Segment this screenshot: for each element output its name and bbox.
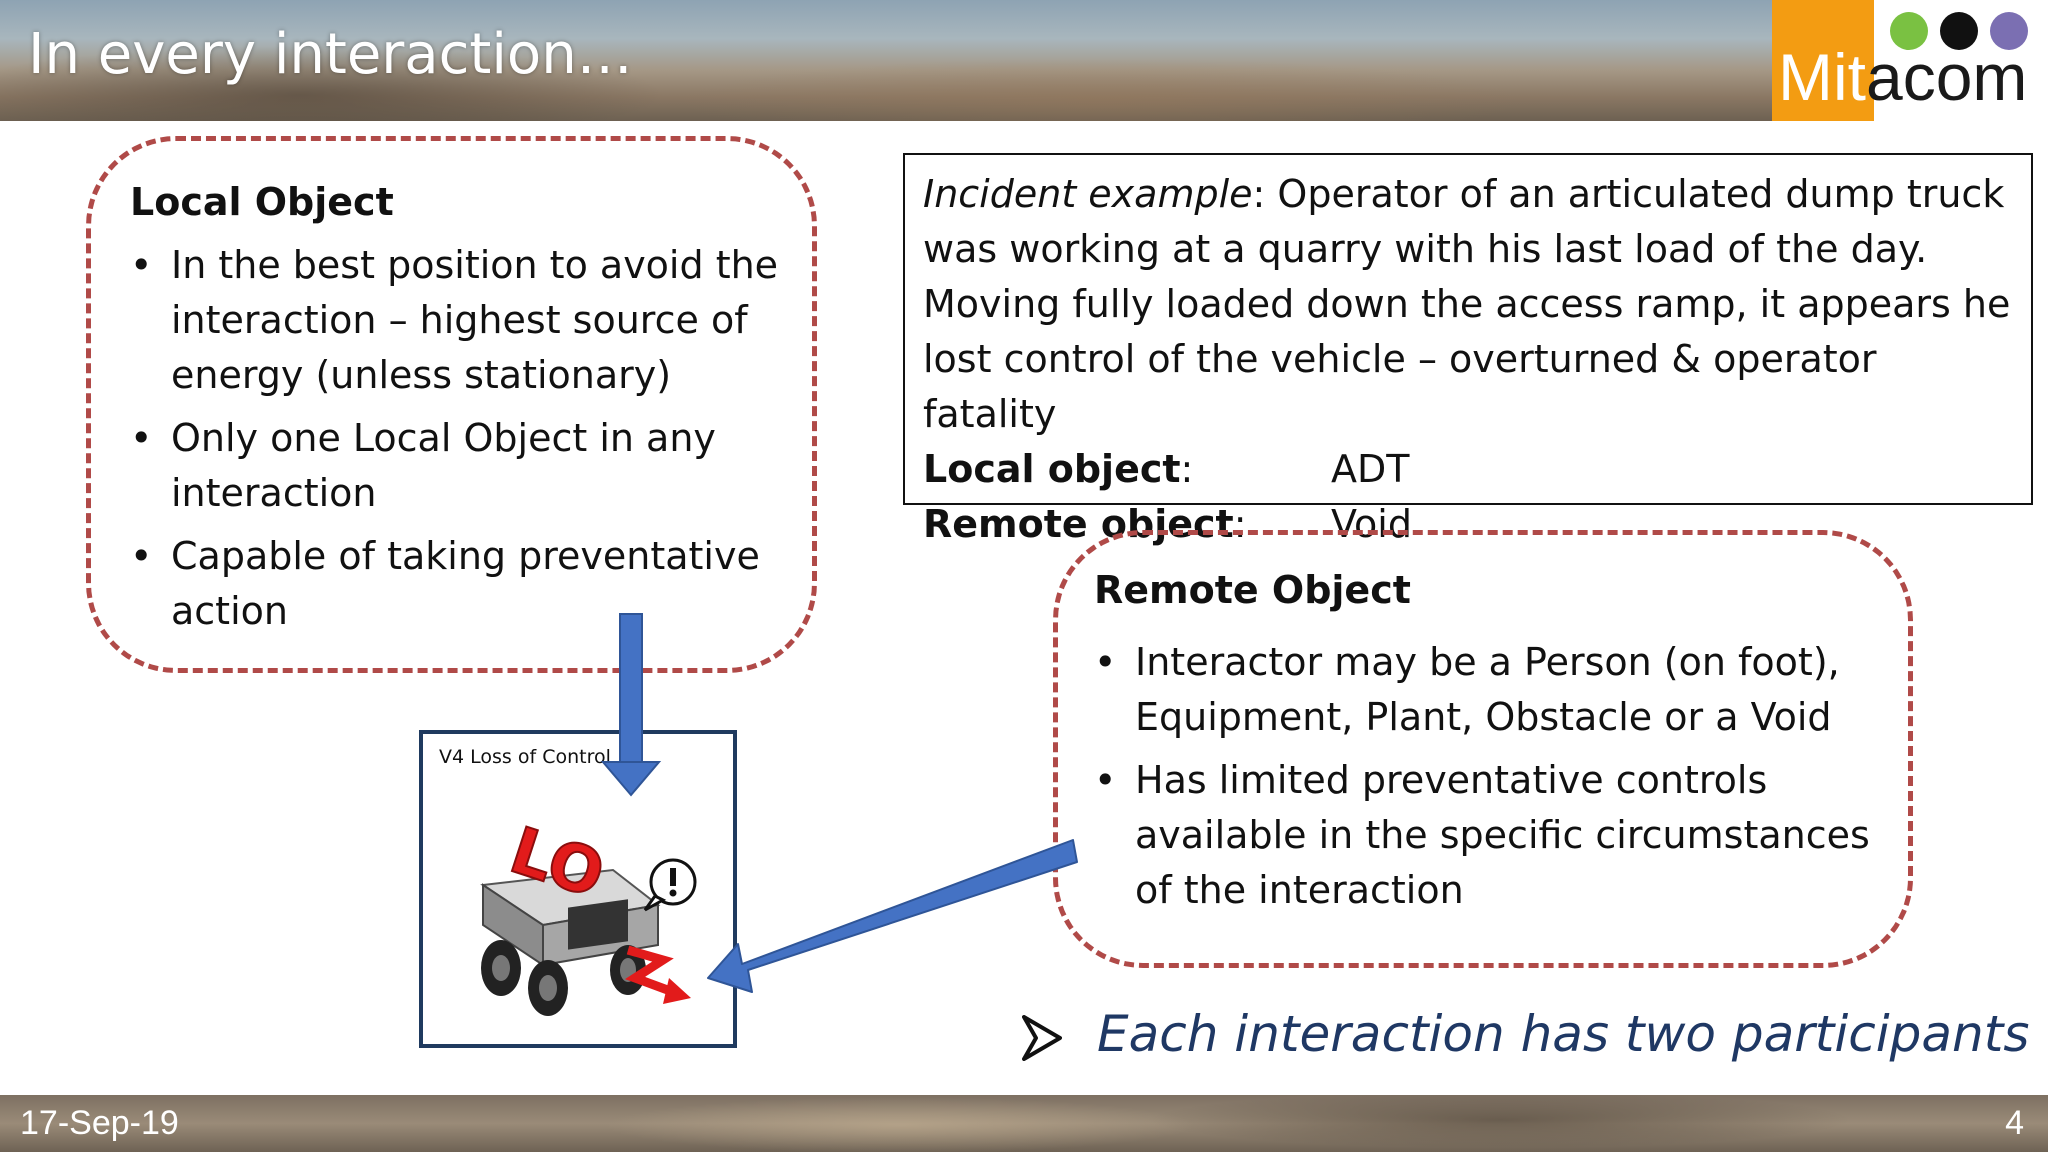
page-number: 4 bbox=[2005, 1104, 2024, 1142]
local-object-box bbox=[86, 136, 817, 673]
local-object-bullets: In the best position to avoid the intera… bbox=[130, 238, 780, 647]
incident-text: : Operator of an articulated dump truck … bbox=[923, 172, 2011, 436]
arrow-bullet-icon bbox=[1022, 1015, 1062, 1061]
mitacom-logo: Mitacom bbox=[1772, 0, 2048, 121]
logo-purple-dot bbox=[1990, 12, 2028, 50]
remote-object-box bbox=[1053, 530, 1913, 968]
logo-wordmark: Mitacom bbox=[1778, 40, 2028, 114]
dump-truck-icon: LO bbox=[480, 813, 697, 1016]
local-object-heading: Local Object bbox=[130, 180, 394, 224]
list-item: In the best position to avoid the intera… bbox=[130, 238, 780, 403]
figure-caption: V4 Loss of Control bbox=[439, 746, 611, 768]
footer-band bbox=[0, 1095, 2048, 1152]
local-object-value: ADT bbox=[1331, 447, 1410, 491]
slide-title: In every interaction… bbox=[28, 22, 633, 87]
remote-object-label: Remote object bbox=[923, 502, 1234, 546]
loss-of-control-figure: V4 Loss of Control LO bbox=[419, 730, 737, 1048]
incident-lead: Incident example bbox=[923, 172, 1253, 216]
local-object-label: Local object bbox=[923, 447, 1181, 491]
diagonal-arrow bbox=[707, 839, 1078, 993]
remote-object-value: Void bbox=[1331, 502, 1412, 546]
title-band bbox=[0, 0, 2048, 121]
tagline: Each interaction has two participants bbox=[1097, 1005, 2030, 1063]
incident-paragraph: Incident example: Operator of an articul… bbox=[923, 167, 2013, 442]
list-item: Capable of taking preventative action bbox=[130, 529, 780, 639]
footer-date: 17-Sep-19 bbox=[20, 1104, 179, 1142]
logo-orange-block bbox=[1772, 0, 1874, 121]
down-arrow bbox=[600, 613, 662, 797]
list-item: Has limited preventative controls availa… bbox=[1094, 753, 1874, 918]
list-item: Interactor may be a Person (on foot), Eq… bbox=[1094, 635, 1874, 745]
remote-object-heading: Remote Object bbox=[1094, 568, 1411, 612]
remote-object-row: Remote object: Void bbox=[923, 497, 2013, 552]
logo-black-dot bbox=[1940, 12, 1978, 50]
incident-example-box: Incident example: Operator of an articul… bbox=[903, 153, 2033, 546]
remote-object-bullets: Interactor may be a Person (on foot), Eq… bbox=[1094, 635, 1874, 926]
list-item: Only one Local Object in any interaction bbox=[130, 411, 780, 521]
local-object-row: Local object: ADT bbox=[923, 442, 2013, 497]
logo-green-dot bbox=[1890, 12, 1928, 50]
